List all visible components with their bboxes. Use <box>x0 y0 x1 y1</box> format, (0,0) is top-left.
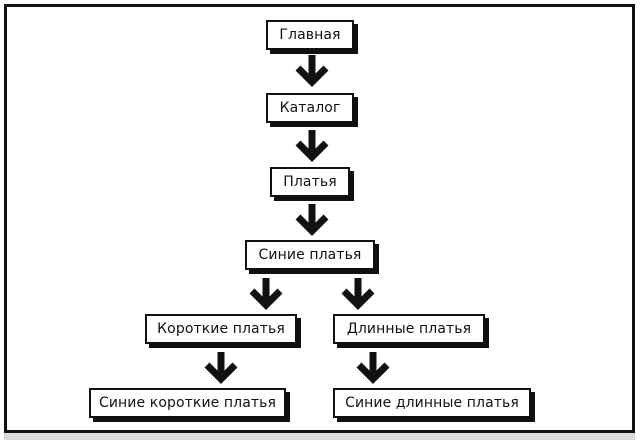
node-blue-short-dresses: Синие короткие платья <box>89 388 286 418</box>
bottom-strip <box>4 433 635 440</box>
node-blue-dresses: Синие платья <box>245 240 375 270</box>
node-home: Главная <box>266 20 354 50</box>
node-catalog: Каталог <box>266 93 354 123</box>
node-short-dresses: Короткие платья <box>145 314 297 344</box>
node-dresses: Платья <box>270 167 350 197</box>
node-long-dresses: Длинные платья <box>333 314 485 344</box>
diagram-frame <box>4 4 635 433</box>
node-blue-long-dresses: Синие длинные платья <box>333 388 531 418</box>
